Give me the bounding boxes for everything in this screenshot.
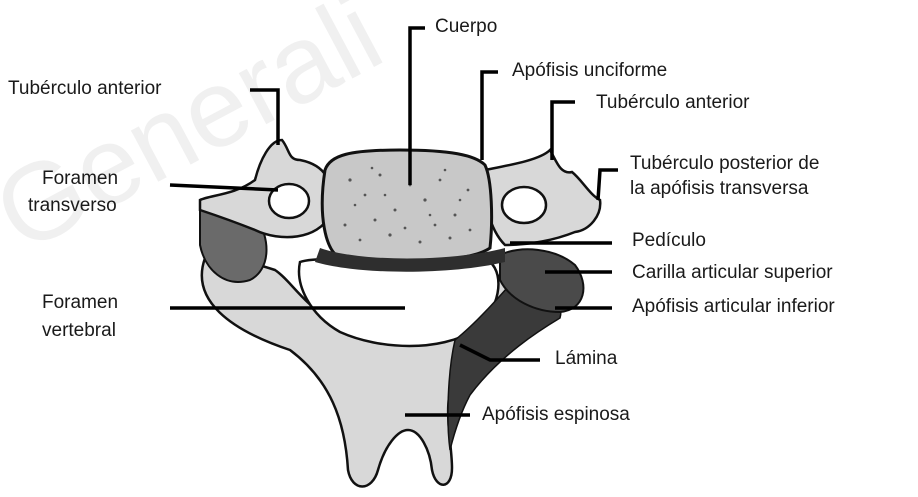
label-apofisis-espinosa: Apófisis espinosa xyxy=(482,404,630,426)
label-pediculo: Pedículo xyxy=(632,230,706,252)
vertebral-body xyxy=(322,150,491,262)
label-tuberculo-posterior-line2: la apófisis transversa xyxy=(630,178,808,200)
label-lamina: Lámina xyxy=(555,348,617,370)
label-carilla-articular-superior: Carilla articular superior xyxy=(632,262,833,284)
label-tuberculo-anterior-left: Tubérculo anterior xyxy=(8,78,161,100)
leader-apofisis-unciforme xyxy=(482,72,498,160)
label-foramen-transverso-line2: transverso xyxy=(28,195,117,217)
leader-tuberculo-anterior-right xyxy=(552,102,575,160)
label-apofisis-unciforme: Apófisis unciforme xyxy=(512,60,667,82)
label-foramen-transverso-line1: Foramen xyxy=(42,168,118,190)
label-cuerpo: Cuerpo xyxy=(435,16,497,38)
leader-tuberculo-anterior-left xyxy=(250,90,278,145)
label-foramen-vertebral-line2: vertebral xyxy=(42,320,116,342)
label-foramen-vertebral-line1: Foramen xyxy=(42,292,118,314)
label-tuberculo-posterior-line1: Tubérculo posterior de xyxy=(630,153,819,175)
right-foramen-transverso-hole xyxy=(502,187,546,223)
label-tuberculo-anterior-right: Tubérculo anterior xyxy=(596,92,749,114)
label-apofisis-articular-inferior: Apófisis articular inferior xyxy=(632,296,835,318)
leader-tuberculo-posterior xyxy=(598,170,618,200)
